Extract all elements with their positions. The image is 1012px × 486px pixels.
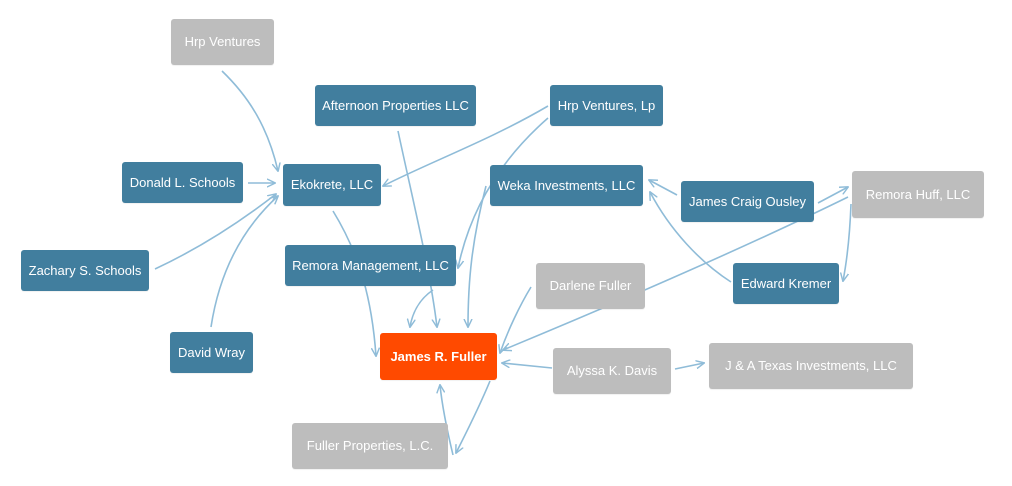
edge-remora-huff-to-edward-kremer — [843, 203, 852, 281]
node-zachary-schools[interactable]: Zachary S. Schools — [21, 250, 149, 291]
edge-alyssa-davis-to-james-fuller — [502, 363, 553, 369]
edge-david-wray-to-ekokrete — [210, 196, 278, 328]
node-edward-kremer[interactable]: Edward Kremer — [733, 263, 839, 304]
node-hrp-ventures-lp[interactable]: Hrp Ventures, Lp — [550, 85, 663, 126]
node-afternoon-properties[interactable]: Afternoon Properties LLC — [315, 85, 476, 126]
edge-weka-investments-to-james-fuller — [468, 185, 487, 327]
node-weka-investments[interactable]: Weka Investments, LLC — [490, 165, 643, 206]
node-remora-huff[interactable]: Remora Huff, LLC — [852, 171, 984, 218]
node-remora-management[interactable]: Remora Management, LLC — [285, 245, 456, 286]
node-david-wray[interactable]: David Wray — [170, 332, 253, 373]
node-ekokrete[interactable]: Ekokrete, LLC — [283, 164, 381, 206]
edge-james-craig-ousley-to-weka-investments — [649, 180, 678, 196]
edge-james-fuller-to-fuller-properties — [456, 380, 491, 453]
node-hrp-ventures[interactable]: Hrp Ventures — [171, 19, 274, 65]
edge-remora-management-to-james-fuller — [410, 289, 434, 327]
node-james-fuller[interactable]: James R. Fuller — [380, 333, 497, 380]
node-alyssa-davis[interactable]: Alyssa K. Davis — [553, 348, 671, 394]
edge-afternoon-properties-to-james-fuller — [397, 130, 437, 327]
node-donald-schools[interactable]: Donald L. Schools — [122, 162, 243, 203]
node-james-craig-ousley[interactable]: James Craig Ousley — [681, 181, 814, 222]
node-fuller-properties[interactable]: Fuller Properties, L.C. — [292, 423, 448, 469]
edge-darlene-fuller-to-james-fuller — [500, 286, 532, 353]
node-darlene-fuller[interactable]: Darlene Fuller — [536, 263, 645, 309]
edge-james-craig-ousley-to-remora-huff — [817, 187, 848, 204]
edge-zachary-schools-to-ekokrete — [154, 194, 276, 270]
edge-hrp-ventures-to-ekokrete — [221, 70, 278, 171]
edge-alyssa-davis-to-ja-texas — [674, 363, 704, 370]
node-ja-texas[interactable]: J & A Texas Investments, LLC — [709, 343, 913, 389]
